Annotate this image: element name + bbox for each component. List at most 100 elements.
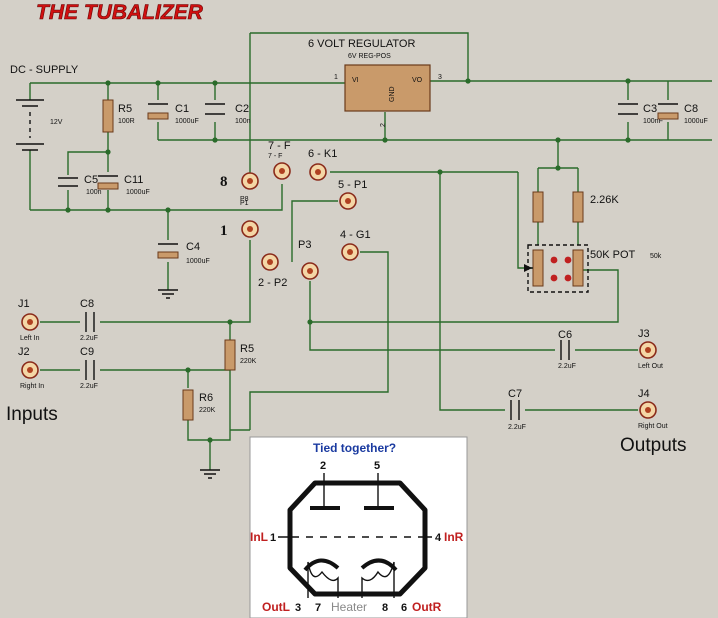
resistor-r5-top: R5 100R (102, 99, 135, 133)
out-left-label: OutL (262, 600, 290, 614)
svg-text:3: 3 (295, 602, 301, 614)
potentiometer-50k: 50K POT 50k (524, 244, 662, 293)
capacitor-c7: C7 2.2uF (508, 388, 526, 431)
svg-text:2.26K: 2.26K (590, 194, 619, 206)
svg-text:Left Out: Left Out (638, 363, 663, 370)
svg-text:1000uF: 1000uF (126, 189, 150, 196)
capacitor-c9: C9 2.2uF (80, 346, 98, 390)
capacitor-c11: C11 1000uF (97, 174, 150, 196)
svg-text:C8: C8 (684, 103, 698, 115)
svg-text:R6: R6 (199, 392, 213, 404)
svg-text:R5: R5 (240, 343, 254, 355)
svg-text:C11: C11 (124, 174, 143, 186)
dc-supply: DC - SUPPLY 12V (10, 64, 79, 151)
svg-text:C2: C2 (235, 103, 249, 115)
pin-8-label: 8 (220, 174, 228, 190)
junctions (65, 78, 631, 443)
svg-text:1: 1 (334, 74, 338, 81)
in-left-label: InL (250, 530, 268, 544)
svg-text:100n: 100n (86, 189, 102, 196)
resistor-r5-input: R5 220K (224, 339, 257, 371)
svg-text:6: 6 (401, 602, 407, 614)
svg-text:2: 2 (320, 460, 326, 472)
svg-text:7: 7 (315, 602, 321, 614)
pin-1-label: 1 (220, 223, 228, 239)
pin-5-label: 5 - P1 (338, 179, 367, 191)
svg-text:1000uF: 1000uF (175, 118, 199, 125)
svg-text:8: 8 (382, 602, 388, 614)
svg-text:100R: 100R (118, 118, 135, 125)
svg-text:J2: J2 (18, 346, 30, 358)
schematic-title: THE TUBALIZER (36, 1, 204, 24)
svg-text:VO: VO (412, 77, 423, 84)
jack-j2: J2 Right In (18, 346, 44, 390)
svg-text:50k: 50k (650, 253, 662, 260)
pin-6-label: 6 - K1 (308, 148, 337, 160)
svg-text:C8: C8 (80, 298, 94, 310)
svg-text:P1: P1 (240, 200, 249, 207)
svg-text:2: 2 (380, 123, 387, 127)
svg-text:P8: P8 (240, 196, 249, 203)
pin-2-label: 2 - P2 (258, 277, 287, 289)
svg-text:R5: R5 (118, 103, 132, 115)
svg-text:J1: J1 (18, 298, 30, 310)
supply-voltage: 12V (50, 119, 63, 126)
ground-symbol (158, 289, 220, 479)
supply-label: DC - SUPPLY (10, 64, 79, 76)
in-right-label: InR (444, 530, 464, 544)
svg-text:2.2uF: 2.2uF (508, 424, 526, 431)
svg-text:100n: 100n (235, 118, 251, 125)
svg-text:C7: C7 (508, 388, 522, 400)
svg-text:2.2uF: 2.2uF (80, 335, 98, 342)
heater-label: Heater (331, 600, 367, 614)
svg-text:220K: 220K (240, 358, 257, 365)
svg-text:1: 1 (270, 532, 276, 544)
svg-text:5: 5 (374, 460, 380, 472)
svg-text:C6: C6 (558, 329, 572, 341)
svg-text:C9: C9 (80, 346, 94, 358)
capacitor-c8-input: C8 2.2uF (80, 298, 98, 342)
svg-text:4: 4 (435, 532, 442, 544)
svg-text:GND: GND (389, 86, 396, 102)
svg-text:J3: J3 (638, 328, 650, 340)
svg-text:C1: C1 (175, 103, 189, 115)
pin-4-label: 4 - G1 (340, 229, 371, 241)
capacitor-c1: C1 1000uF (147, 103, 199, 125)
svg-text:2.2uF: 2.2uF (558, 363, 576, 370)
svg-text:1000uF: 1000uF (186, 258, 210, 265)
jack-j1: J1 Left In (18, 298, 40, 342)
svg-text:C3: C3 (643, 103, 657, 115)
capacitor-c5: C5 100n (58, 174, 102, 196)
svg-text:3: 3 (438, 74, 442, 81)
svg-text:7 - F: 7 - F (268, 153, 282, 160)
resistor-r6: R6 220K (182, 389, 216, 421)
svg-text:C4: C4 (186, 241, 200, 253)
inset-heading: Tied together? (313, 441, 396, 455)
svg-text:1000uF: 1000uF (684, 118, 708, 125)
svg-text:Right In: Right In (20, 383, 44, 390)
svg-text:50K POT: 50K POT (590, 249, 636, 261)
svg-text:100nF: 100nF (643, 118, 663, 125)
resistor-2-26k: 2.26K (532, 191, 619, 223)
capacitor-c6: C6 2.2uF (558, 329, 576, 370)
pin-7-label: 7 - F (268, 140, 291, 152)
svg-text:2.2uF: 2.2uF (80, 383, 98, 390)
tube-pinout-inset: Tied together? 2 5 1 4 InL InR OutL 3 7 … (249, 436, 468, 618)
svg-text:Right Out: Right Out (638, 423, 668, 430)
jack-j4: J4 Right Out (638, 388, 668, 430)
regulator-title: 6 VOLT REGULATOR (308, 38, 415, 50)
svg-text:C5: C5 (84, 174, 98, 186)
capacitor-c2: C2 100n (205, 103, 251, 125)
pin-p3-label: P3 (298, 239, 311, 251)
inputs-label: Inputs (6, 404, 58, 425)
outputs-label: Outputs (620, 435, 687, 456)
svg-text:J4: J4 (638, 388, 650, 400)
capacitor-c8-top: C8 1000uF (657, 103, 708, 125)
capacitor-c4: C4 1000uF (157, 241, 210, 265)
svg-text:Left In: Left In (20, 335, 40, 342)
svg-text:VI: VI (352, 77, 359, 84)
capacitor-c3: C3 100nF (618, 103, 663, 125)
tube-pins: 8 P8 7 - F 7 - F 6 - K1 5 - P1 1 P1 2 - … (220, 140, 371, 289)
